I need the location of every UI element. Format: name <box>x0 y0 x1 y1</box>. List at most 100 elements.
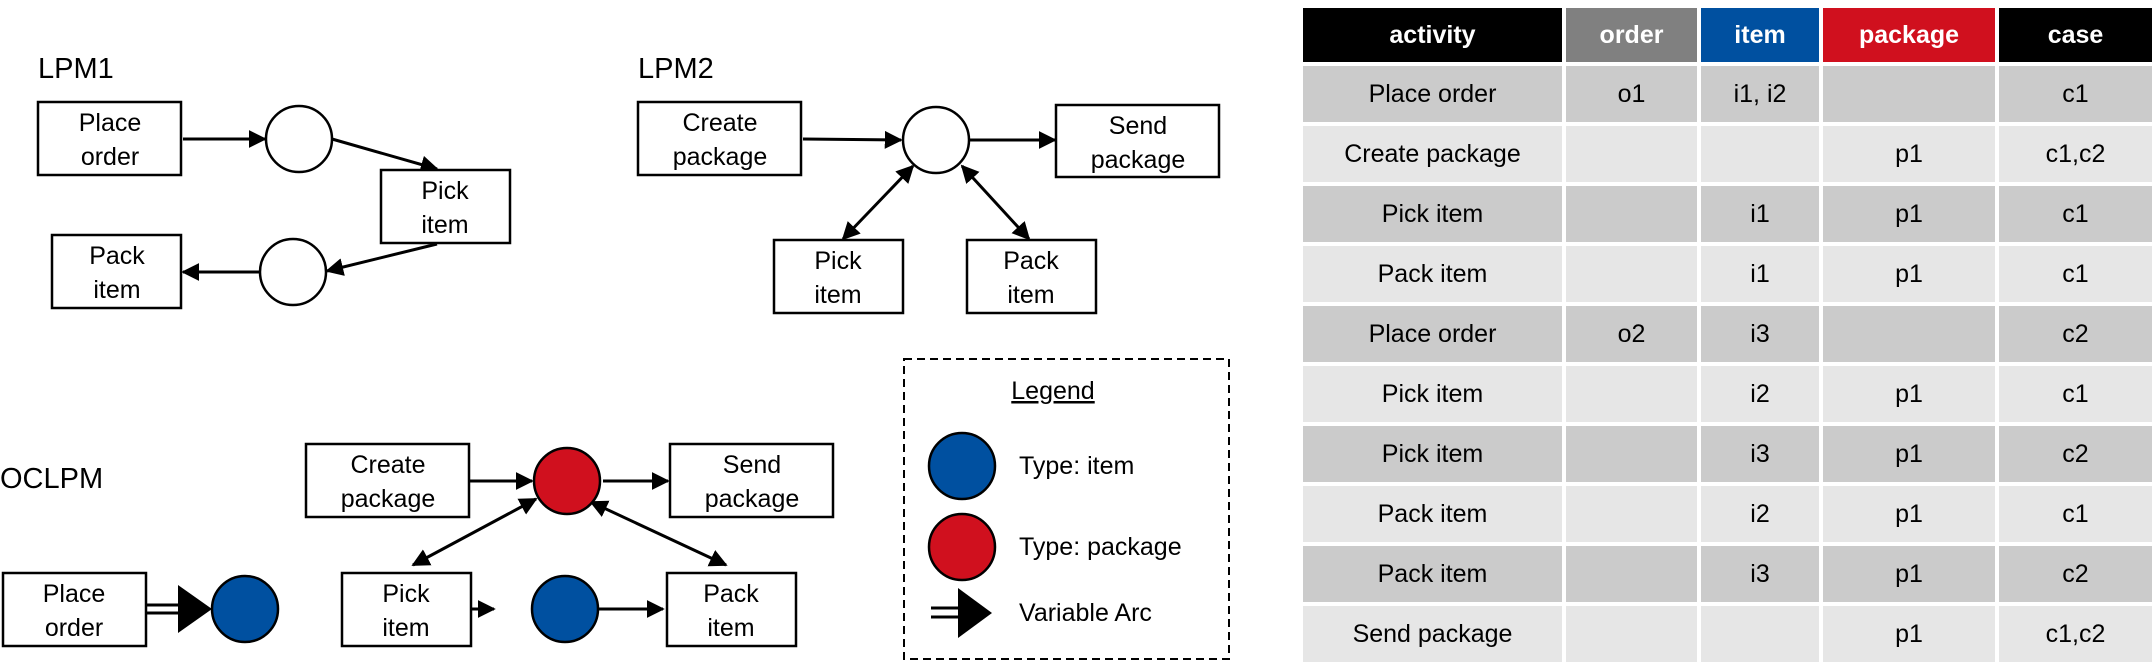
cell-order <box>1566 606 1697 662</box>
lpm1-pack-item-label-line1: Pack <box>89 242 145 270</box>
process-model-diagram: LPM1 LPM2 OCLPM Place order Pick item Pa… <box>0 53 1230 660</box>
oclpm-pick-item-transition <box>340 571 473 648</box>
lpm1-place-1 <box>264 104 334 174</box>
oclpm-create-package-transition <box>304 442 471 519</box>
cell-item: i3 <box>1701 426 1819 482</box>
cell-package: p1 <box>1823 606 1995 662</box>
cell-package <box>1823 306 1995 362</box>
legend-title: Legend <box>1011 377 1094 405</box>
lpm1-pack-item-label-line2: item <box>93 276 140 304</box>
lpm2-create-package-label-line2: package <box>673 143 768 171</box>
cell-package: p1 <box>1823 126 1995 182</box>
header-package: package <box>1823 8 1995 62</box>
cell-package: p1 <box>1823 246 1995 302</box>
cell-package: p1 <box>1823 426 1995 482</box>
cell-activity: Pick item <box>1303 426 1562 482</box>
legend-item-label: Type: item <box>1019 452 1134 480</box>
cell-case: c1 <box>1999 66 2152 122</box>
header-case: case <box>1999 8 2152 62</box>
lpm1-place-2 <box>258 237 328 307</box>
oclpm-place-order-transition <box>1 571 148 648</box>
cell-case: c2 <box>1999 306 2152 362</box>
cell-order <box>1566 186 1697 242</box>
cell-package: p1 <box>1823 186 1995 242</box>
header-order: order <box>1566 8 1697 62</box>
lpm2-title: LPM2 <box>638 53 714 85</box>
table-header-row: activity order item package case <box>1303 8 2152 62</box>
lpm2-create-package-transition <box>636 100 803 177</box>
cell-item: i1, i2 <box>1701 66 1819 122</box>
lpm2-send-package-transition <box>1054 103 1221 179</box>
cell-order <box>1566 126 1697 182</box>
cell-item <box>1701 126 1819 182</box>
lpm2-pick-item-transition <box>772 238 905 315</box>
lpm2-send-package-label-line1: Send <box>1109 112 1167 140</box>
cell-order <box>1566 546 1697 602</box>
lpm1-pick-item-transition <box>379 168 512 245</box>
cell-package: p1 <box>1823 366 1995 422</box>
cell-case: c2 <box>1999 546 2152 602</box>
cell-activity: Place order <box>1303 66 1562 122</box>
legend-box <box>903 358 1230 660</box>
lpm1-pack-item-transition <box>50 233 183 310</box>
cell-item: i3 <box>1701 546 1819 602</box>
oclpm-send-package-transition <box>668 442 835 519</box>
cell-order <box>1566 426 1697 482</box>
oclpm-title: OCLPM <box>0 463 103 495</box>
cell-activity: Create package <box>1303 126 1562 182</box>
lpm1-place-order-label-line1: Place <box>79 109 142 137</box>
cell-activity: Pack item <box>1303 486 1562 542</box>
lpm2-place <box>901 105 971 175</box>
cell-item: i2 <box>1701 366 1819 422</box>
lpm1-pick-item-label-line1: Pick <box>421 177 469 205</box>
cell-case: c1 <box>1999 186 2152 242</box>
cell-item: i1 <box>1701 186 1819 242</box>
oclpm-send-package-label-line2: package <box>705 485 800 513</box>
lpm2-create-package-label-line1: Create <box>682 109 757 137</box>
cell-package: p1 <box>1823 486 1995 542</box>
legend-package-label: Type: package <box>1019 533 1182 561</box>
cell-case: c1 <box>1999 246 2152 302</box>
cell-activity: Pick item <box>1303 186 1562 242</box>
oclpm-pick-item-label-line1: Pick <box>382 580 430 608</box>
legend-item-symbol <box>927 431 997 501</box>
oclpm-pack-item-label-line2: item <box>707 614 754 642</box>
oclpm-create-package-label-line1: Create <box>350 451 425 479</box>
oclpm-place-order-label-line2: order <box>45 614 103 642</box>
lpm2-pack-item-label-line2: item <box>1007 281 1054 309</box>
cell-activity: Send package <box>1303 606 1562 662</box>
oclpm-send-package-label-line1: Send <box>723 451 781 479</box>
oclpm-package-place <box>532 446 602 516</box>
cell-package: p1 <box>1823 546 1995 602</box>
oclpm-pack-item-label-line1: Pack <box>703 580 759 608</box>
lpm2-pack-item-label-line1: Pack <box>1003 247 1059 275</box>
oclpm-pick-item-label-line2: item <box>382 614 429 642</box>
cell-item: i3 <box>1701 306 1819 362</box>
oclpm-item-place-2 <box>530 574 600 644</box>
cell-case: c1,c2 <box>1999 606 2152 662</box>
lpm2-send-package-label-line2: package <box>1091 146 1186 174</box>
lpm2-pack-item-transition <box>965 238 1098 315</box>
header-activity: activity <box>1303 8 1562 62</box>
cell-activity: Pack item <box>1303 546 1562 602</box>
cell-activity: Pick item <box>1303 366 1562 422</box>
lpm1-place-order-transition <box>36 100 183 177</box>
legend-variable-arc-icon <box>958 588 992 638</box>
oclpm-place-order-label-line1: Place <box>43 580 106 608</box>
cell-order: o1 <box>1566 66 1697 122</box>
lpm1-place-order-label-line2: order <box>81 143 139 171</box>
cell-item <box>1701 606 1819 662</box>
oclpm-create-package-label-line2: package <box>341 485 436 513</box>
lpm2-pick-item-label-line2: item <box>814 281 861 309</box>
cell-order: o2 <box>1566 306 1697 362</box>
cell-item: i2 <box>1701 486 1819 542</box>
legend-variable-arc-label: Variable Arc <box>1019 599 1152 627</box>
